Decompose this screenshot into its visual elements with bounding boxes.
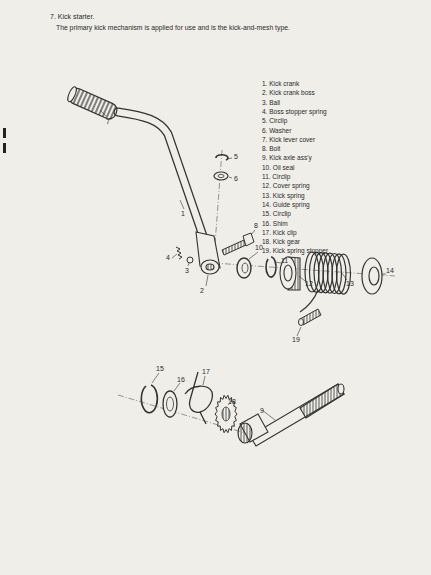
gear-bore — [222, 407, 230, 421]
callout-number: 14 — [386, 267, 394, 275]
parts-list-item: 12. Cover spring — [262, 182, 310, 189]
guide-spring — [362, 258, 382, 294]
centerline — [118, 150, 395, 436]
section-heading: 7. Kick starter. — [50, 13, 94, 21]
callout-number: 1 — [181, 210, 185, 218]
kick-crank-boss — [196, 232, 220, 274]
kick-spring — [300, 252, 351, 312]
parts-list-item: 7. Kick lever cover — [262, 136, 315, 143]
parts-list-item: 11. Circlip — [262, 173, 290, 180]
binder-marks — [3, 128, 6, 153]
cover-spring — [280, 257, 300, 290]
intro-note: The primary kick mechanism is applied fo… — [56, 24, 290, 31]
callout-number: 2 — [200, 287, 204, 295]
circlip — [216, 155, 228, 160]
bolt — [222, 233, 254, 255]
callout-number: 10 — [255, 244, 263, 252]
parts-list-item: 16. Shim — [262, 220, 288, 227]
callout-number: 18 — [228, 398, 236, 406]
callout-number: 15 — [156, 365, 164, 373]
parts-list-item: 9. Kick axle ass'y — [262, 154, 312, 161]
callout-number: 12 — [305, 280, 313, 288]
callout-number: 4 — [166, 254, 170, 262]
callout-number: 11 — [281, 257, 288, 265]
kick-spring-stopper — [299, 309, 322, 326]
callout-number: 9 — [260, 407, 264, 415]
callout-number: 7 — [106, 118, 110, 126]
parts-list-item: 10. Oil seal — [262, 164, 295, 171]
spring-coil — [337, 254, 351, 294]
callout-number: 13 — [346, 280, 354, 288]
parts-list-item: 1. Kick crank — [262, 80, 299, 87]
parts-list-item: 18. Kick gear — [262, 238, 300, 245]
parts-list-item: 13. Kick spring — [262, 192, 305, 199]
circlip — [141, 385, 157, 413]
callout-number: 3 — [185, 267, 189, 275]
parts-list-item: 6. Washer — [262, 127, 291, 134]
parts-list-item: 2. Kick crank boss — [262, 89, 315, 96]
parts-list-item: 8. Bolt — [262, 145, 280, 152]
callout-number: 19 — [292, 336, 300, 344]
parts-list-item: 17. Kick clip — [262, 229, 297, 236]
parts-list-item: 19. Kick spring stopper — [262, 247, 328, 254]
kick-lever-cover — [66, 86, 119, 121]
parts-list-item: 3. Ball — [262, 99, 280, 106]
callout-number: 16 — [177, 376, 185, 384]
washer — [214, 172, 228, 180]
kick-gear — [215, 395, 237, 432]
callout-number: 6 — [234, 175, 238, 183]
leader-line — [100, 110, 386, 420]
parts-list-item: 15. Circlip — [262, 210, 291, 217]
oil-seal — [237, 258, 251, 278]
circlip — [266, 257, 276, 277]
callout-number: 17 — [202, 368, 210, 376]
callout-number: 5 — [234, 153, 238, 161]
parts-list-item: 5. Circlip — [262, 117, 287, 124]
boss-stopper-spring — [176, 247, 182, 259]
kick-crank — [118, 112, 203, 236]
callout-number: 8 — [254, 222, 258, 230]
kick-clip — [185, 372, 212, 424]
parts-list-item: 4. Boss stopper spring — [262, 108, 327, 115]
kick-axle — [238, 384, 344, 446]
gear-teeth — [215, 395, 237, 432]
parts-list-item: 14. Guide spring — [262, 201, 310, 208]
shim — [163, 391, 177, 417]
ball — [187, 257, 193, 263]
